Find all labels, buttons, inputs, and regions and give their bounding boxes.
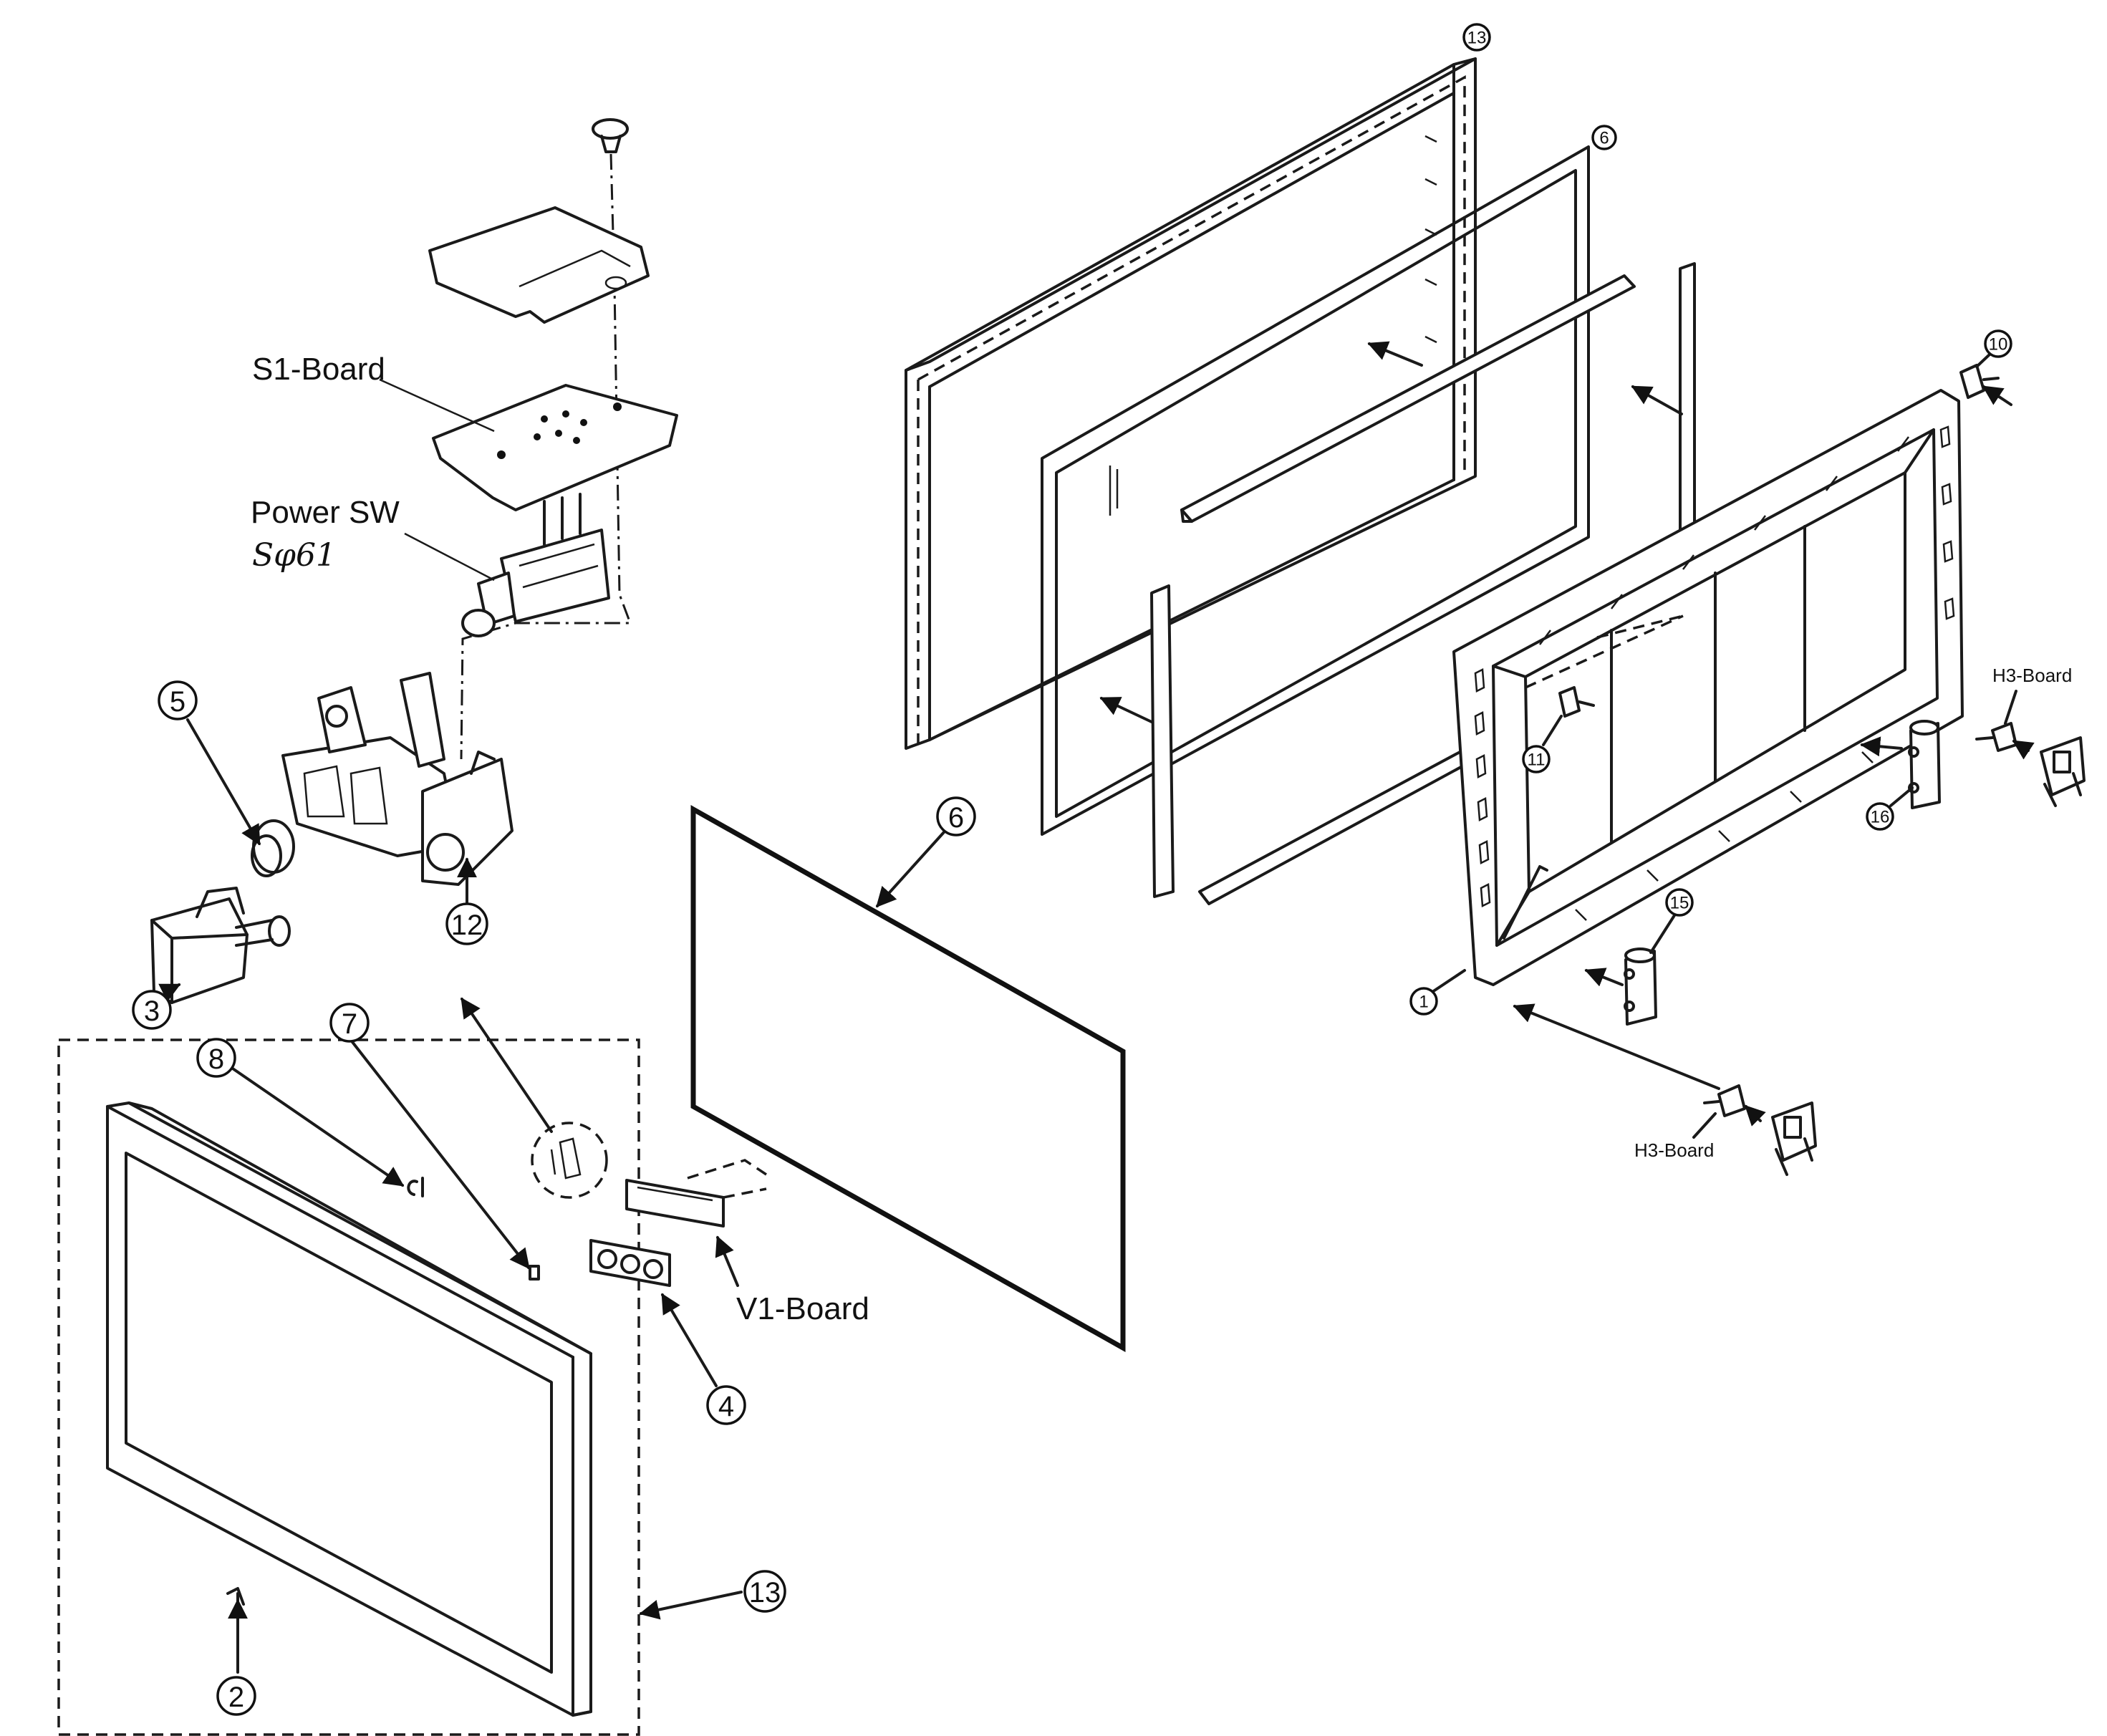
s1-board-leader [379, 378, 495, 433]
svg-text:1: 1 [1419, 993, 1428, 1012]
callout-13-bottom-leader [639, 1591, 743, 1620]
screw [592, 118, 629, 153]
front-frame-13 [905, 57, 1477, 750]
svg-text:3: 3 [144, 995, 160, 1027]
front-glass-panel [690, 805, 1126, 1352]
part-11 [1558, 686, 1595, 718]
svg-text:6: 6 [1599, 129, 1609, 148]
callout-10-leader [1975, 353, 1991, 368]
callout-2: 2 [216, 1676, 256, 1716]
s1-board-label: S1-Board [252, 352, 385, 387]
part-8 [407, 1177, 424, 1197]
svg-text:12: 12 [451, 910, 483, 941]
h3-board-right-leader [2004, 690, 2017, 725]
power-sw-leader [404, 532, 495, 582]
gasket-frame-6 [1041, 145, 1590, 836]
callout-1-leader [1431, 969, 1466, 993]
svg-text:5: 5 [170, 686, 185, 718]
callout-16: 16 [1866, 802, 1894, 831]
callout-5: 5 [158, 680, 198, 720]
part-10 [1959, 364, 2012, 406]
callout-5-leader [186, 718, 261, 846]
callout-7: 7 [329, 1003, 370, 1043]
callout-7-leader [351, 1041, 530, 1270]
callout-13-bottom: 13 [743, 1570, 786, 1613]
svg-text:6: 6 [948, 802, 964, 834]
part-2 [226, 1587, 245, 1611]
svg-text:13: 13 [749, 1577, 781, 1609]
svg-text:13: 13 [1467, 29, 1487, 48]
power-switch [461, 493, 610, 637]
callout-13-top: 13 [1462, 23, 1491, 52]
h3-board-right-label: H3-Board [1992, 665, 2072, 686]
assembly-arrow-3 [1099, 697, 1153, 723]
callout-3-leader [158, 983, 181, 1002]
svg-text:8: 8 [208, 1043, 224, 1075]
shield-plate [428, 206, 650, 324]
svg-text:7: 7 [342, 1008, 357, 1040]
assembly-arrow-1 [1367, 341, 1423, 367]
svg-text:11: 11 [1528, 751, 1546, 770]
v1-board-area [461, 997, 767, 1287]
h3-board-bottom-leader [1692, 1112, 1717, 1139]
callout-15-leader [1649, 912, 1677, 954]
power-knob [150, 887, 291, 1004]
h3-board-bottom-label: H3-Board [1634, 1139, 1714, 1161]
power-sw-label: Power SW [251, 495, 400, 530]
h3-board-right-assembly [1975, 722, 2086, 807]
assembly-arrow-2 [1631, 385, 1683, 415]
svg-text:15: 15 [1670, 894, 1689, 913]
callout-10: 10 [1984, 329, 2012, 358]
switch-assembly: S1-Board Power SW Sφ61 [150, 118, 678, 1004]
spacer-bar-left [1150, 584, 1175, 898]
spacer-bar-top [1180, 274, 1636, 523]
chassis-frame [1452, 389, 1964, 986]
part-16 [1860, 720, 1941, 809]
callout-15: 15 [1665, 888, 1694, 917]
part-15 [1584, 947, 1657, 1026]
callout-4-leader [661, 1293, 718, 1387]
callout-6-large: 6 [936, 796, 976, 836]
callout-16-leader [1889, 786, 1914, 807]
svg-text:10: 10 [1989, 335, 2008, 355]
callout-11-leader [1542, 715, 1563, 746]
h3-board-bottom-assembly [1513, 1003, 1817, 1176]
part-7 [529, 1265, 540, 1281]
switch-bracket [281, 672, 514, 886]
callout-11: 11 [1522, 745, 1551, 773]
v1-board-leader [715, 1235, 739, 1287]
ring-part [251, 819, 295, 877]
callout-3: 3 [132, 990, 172, 1030]
callout-8: 8 [196, 1038, 236, 1078]
power-sw-note: Sφ61 [252, 537, 336, 574]
callout-8-leader [229, 1066, 405, 1187]
callout-6-small: 6 [1591, 125, 1617, 150]
svg-text:2: 2 [228, 1682, 244, 1713]
front-cabinet [106, 1101, 592, 1717]
s1-board [432, 384, 678, 511]
svg-text:4: 4 [718, 1391, 734, 1422]
callout-1: 1 [1409, 987, 1438, 1016]
callout-4: 4 [706, 1385, 746, 1425]
v1-board-label: V1-Board [736, 1291, 869, 1326]
callout-12: 12 [445, 902, 488, 945]
svg-text:16: 16 [1871, 808, 1890, 827]
callout-6-large-leader [876, 831, 945, 908]
spacer-bar-bottom [1198, 738, 1495, 905]
